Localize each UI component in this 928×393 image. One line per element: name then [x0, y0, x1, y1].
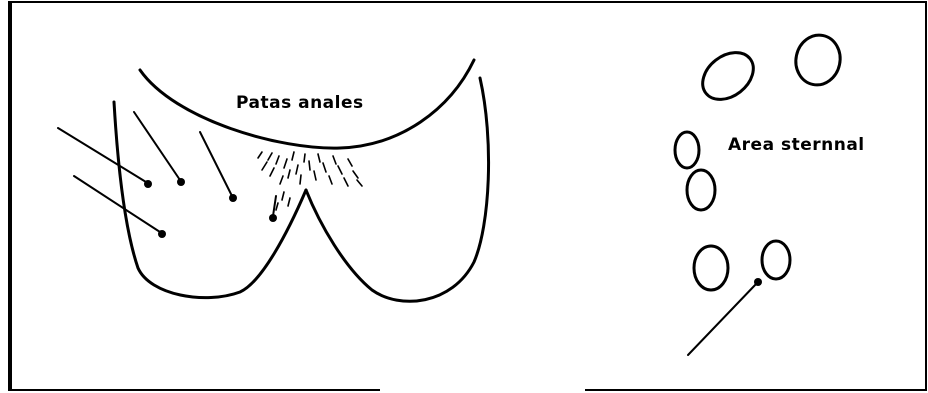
sternal-area-label: Area sternnal: [728, 135, 865, 155]
sternal-area-drawing: Area sternnal: [675, 31, 865, 355]
spot-top-right: [791, 31, 844, 89]
anal-legs-label: Patas anales: [236, 93, 364, 113]
figure-frame-inner-left: [9, 2, 12, 390]
left-lobe-outline: [114, 102, 306, 298]
figure-frame-bottom-gap: [380, 386, 585, 392]
pointer-line-4: [200, 132, 237, 202]
spot-bottom-right: [762, 241, 790, 279]
pointer-line-1: [58, 128, 152, 188]
figure-frame: [9, 2, 926, 390]
sternal-pointer-line: [688, 278, 762, 355]
spot-bottom-left: [694, 246, 728, 290]
spot-mid-lower: [687, 170, 715, 210]
anal-legs-drawing: Patas anales: [58, 60, 489, 301]
spot-mid-upper: [675, 132, 699, 168]
spot-top-left: [694, 43, 763, 109]
pointer-line-3: [134, 112, 185, 186]
